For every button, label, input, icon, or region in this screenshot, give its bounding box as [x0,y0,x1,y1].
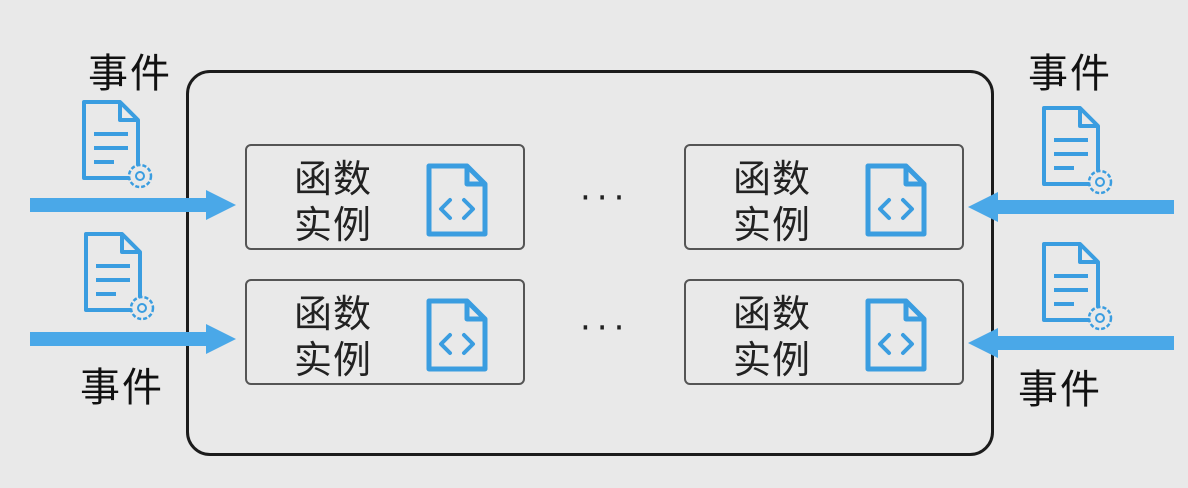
function-container [186,70,994,456]
code-file-icon [426,163,488,237]
function-instance: 函数 实例 [245,144,525,250]
instance-label: 函数 实例 [293,292,372,382]
ellipsis: ··· [580,308,631,348]
event-label: 事件 [88,51,172,97]
instance-label: 函数 实例 [732,292,811,382]
document-gear-icon [82,100,153,189]
function-instance: 函数 实例 [684,279,964,385]
ellipsis: ··· [580,178,631,218]
event-label: 事件 [80,365,164,411]
code-file-icon [426,298,488,372]
document-gear-icon [1042,242,1113,331]
document-gear-icon [1042,106,1113,195]
instance-label: 函数 实例 [293,157,372,247]
arrow-right-icon [30,324,236,354]
arrow-right-icon [30,190,236,220]
event-label: 事件 [1018,367,1102,413]
event-label: 事件 [1028,51,1112,97]
code-file-icon [865,298,927,372]
instance-label: 函数 实例 [732,157,811,247]
function-instance: 函数 实例 [245,279,525,385]
arrow-left-icon [968,328,1174,358]
arrow-left-icon [968,192,1174,222]
function-instance: 函数 实例 [684,144,964,250]
document-gear-icon [84,232,155,321]
code-file-icon [865,163,927,237]
